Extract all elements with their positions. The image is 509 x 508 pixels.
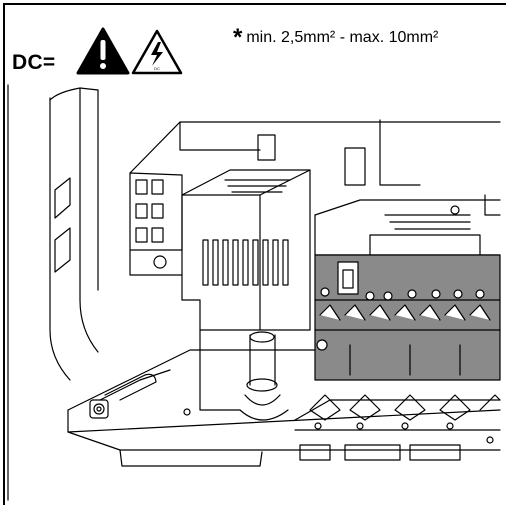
cable-spec: *min. 2,5mm² - max. 10mm²	[233, 24, 438, 52]
cylinder-post	[199, 329, 289, 421]
housing-left	[7, 84, 99, 501]
dc-label: DC=	[12, 51, 56, 74]
diagram-frame	[3, 3, 506, 505]
vent-slots	[202, 239, 289, 286]
spec-text: min. 2,5mm² - max. 10mm²	[246, 29, 439, 46]
lower-fuse-holders	[294, 394, 501, 461]
svg-text:DC: DC	[154, 66, 160, 71]
terminal-clamps	[319, 304, 491, 321]
central-block	[181, 169, 311, 331]
spec-marker: *	[233, 24, 243, 51]
warning-triangle-icon	[76, 27, 130, 75]
back-panel	[129, 119, 501, 186]
electric-shock-warning-icon: DC	[131, 29, 183, 75]
dc-terminal-block	[314, 254, 501, 381]
left-terminal-block	[129, 172, 183, 276]
terminal-screws	[320, 287, 485, 301]
